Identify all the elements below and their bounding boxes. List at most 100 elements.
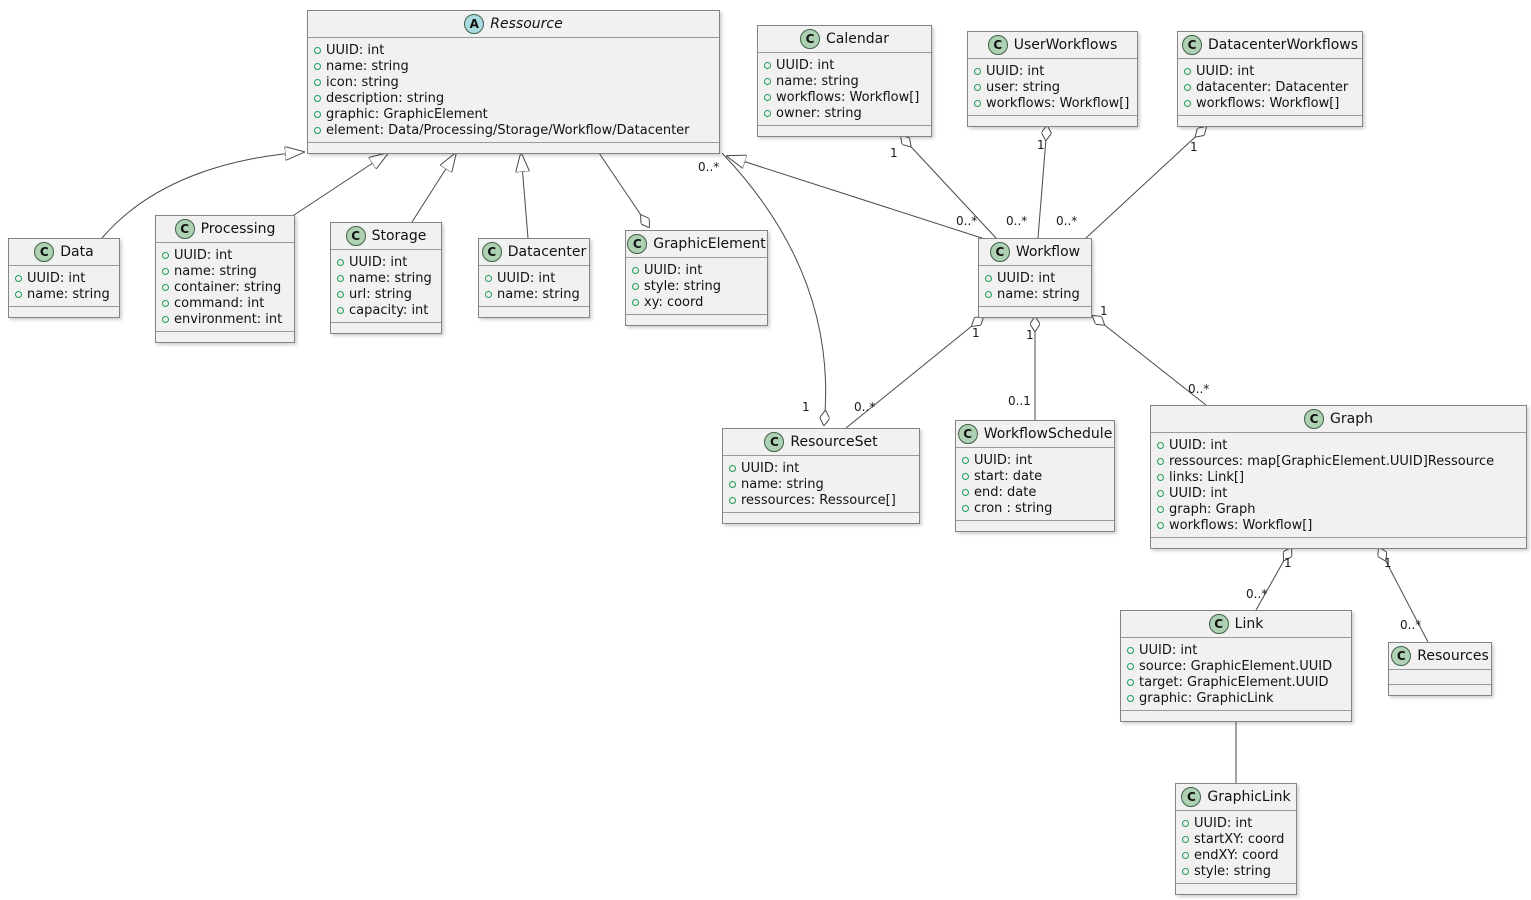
field-visibility-icon — [632, 298, 639, 306]
method-compartment-empty — [723, 513, 919, 523]
multiplicity-label: 1 — [1100, 304, 1108, 318]
class-badge-icon: C — [1181, 35, 1202, 55]
attribute-row: UUID: int — [485, 270, 583, 286]
class-badge-icon: C — [34, 242, 55, 262]
attribute-row: name: string — [485, 286, 583, 302]
field-visibility-icon — [15, 274, 22, 282]
field-visibility-icon — [162, 299, 169, 307]
attribute-row: url: string — [337, 286, 435, 302]
attribute-row: datacenter: Datacenter — [1184, 79, 1356, 95]
field-visibility-icon — [1127, 678, 1134, 686]
class-title: Processing — [200, 221, 276, 237]
attribute-row: graphic: GraphicLink — [1127, 690, 1345, 706]
class-title: Storage — [371, 228, 427, 244]
attribute-text: start: date — [974, 468, 1043, 484]
attribute-text: UUID: int — [1196, 63, 1255, 79]
aggregation-edge-workflow-to-userworkflows — [1037, 126, 1047, 239]
field-visibility-icon — [985, 290, 992, 298]
generalization-edge-workflow-to-ressource — [727, 156, 989, 241]
attribute-row: UUID: int — [15, 270, 113, 286]
aggregation-edge-graph-to-workflow — [1093, 316, 1207, 406]
attribute-row: end: date — [962, 484, 1108, 500]
attribute-row: environment: int — [162, 311, 288, 327]
field-visibility-icon — [314, 126, 321, 134]
field-visibility-icon — [1127, 662, 1134, 670]
attribute-row: command: int — [162, 295, 288, 311]
field-visibility-icon — [1157, 441, 1164, 449]
method-compartment-empty — [156, 332, 294, 342]
attribute-text: ressources: Ressource[] — [741, 492, 896, 508]
attribute-text: name: string — [741, 476, 824, 492]
attribute-row: xy: coord — [632, 294, 761, 310]
generalization-edge-data-to-ressource — [101, 152, 304, 239]
field-visibility-icon — [962, 488, 969, 496]
attribute-text: name: string — [776, 73, 859, 89]
method-compartment-empty — [308, 143, 719, 153]
attribute-row: workflows: Workflow[] — [1157, 517, 1520, 533]
attribute-row: target: GraphicElement.UUID — [1127, 674, 1345, 690]
attribute-row: ressources: map[GraphicElement.UUID]Ress… — [1157, 453, 1520, 469]
class-badge-icon: C — [1391, 646, 1412, 666]
attribute-row: description: string — [314, 90, 713, 106]
method-compartment-empty — [9, 307, 119, 317]
attribute-row: graph: Graph — [1157, 501, 1520, 517]
field-visibility-icon — [632, 266, 639, 274]
method-compartment-empty — [1151, 538, 1526, 548]
attribute-text: UUID: int — [497, 270, 556, 286]
class-header-processing: C Processing — [156, 216, 294, 243]
attribute-text: capacity: int — [349, 302, 429, 318]
field-visibility-icon — [1182, 851, 1189, 859]
attribute-text: UUID: int — [349, 254, 408, 270]
class-title: Data — [60, 244, 94, 260]
attribute-text: graphic: GraphicElement — [326, 106, 488, 122]
class-badge-icon: C — [1304, 409, 1325, 429]
field-visibility-icon — [485, 274, 492, 282]
attribute-row: name: string — [985, 286, 1085, 302]
attribute-row: UUID: int — [337, 254, 435, 270]
field-visibility-icon — [764, 61, 771, 69]
attribute-row: capacity: int — [337, 302, 435, 318]
class-badge-icon: C — [174, 219, 195, 239]
class-title: Calendar — [826, 31, 889, 47]
field-visibility-icon — [314, 94, 321, 102]
attribute-row: UUID: int — [1157, 485, 1520, 501]
class-badge-icon: C — [764, 432, 785, 452]
field-visibility-icon — [962, 504, 969, 512]
field-visibility-icon — [314, 62, 321, 70]
multiplicity-label: 0..1 — [1008, 394, 1031, 408]
class-title: DatacenterWorkflows — [1207, 37, 1359, 53]
field-visibility-icon — [162, 315, 169, 323]
field-visibility-icon — [1157, 521, 1164, 529]
attribute-row: workflows: Workflow[] — [974, 95, 1131, 111]
multiplicity-label: 1 — [890, 146, 898, 160]
attribute-text: workflows: Workflow[] — [776, 89, 920, 105]
attribute-row: graphic: GraphicElement — [314, 106, 713, 122]
field-visibility-icon — [764, 93, 771, 101]
field-visibility-icon — [162, 283, 169, 291]
attribute-compartment — [1389, 670, 1491, 685]
attribute-row: UUID: int — [985, 270, 1085, 286]
multiplicity-label: 0..* — [698, 160, 720, 174]
class-title: UserWorkflows — [1013, 37, 1118, 53]
attribute-text: url: string — [349, 286, 413, 302]
class-header-datacenterworkflows: C DatacenterWorkflows — [1178, 32, 1362, 59]
multiplicity-label: 1 — [1026, 328, 1034, 342]
attribute-text: UUID: int — [326, 42, 385, 58]
aggregation-edge-workflow-to-calendar — [901, 136, 997, 239]
attribute-text: name: string — [349, 270, 432, 286]
multiplicity-label: 0..* — [956, 214, 978, 228]
field-visibility-icon — [15, 290, 22, 298]
